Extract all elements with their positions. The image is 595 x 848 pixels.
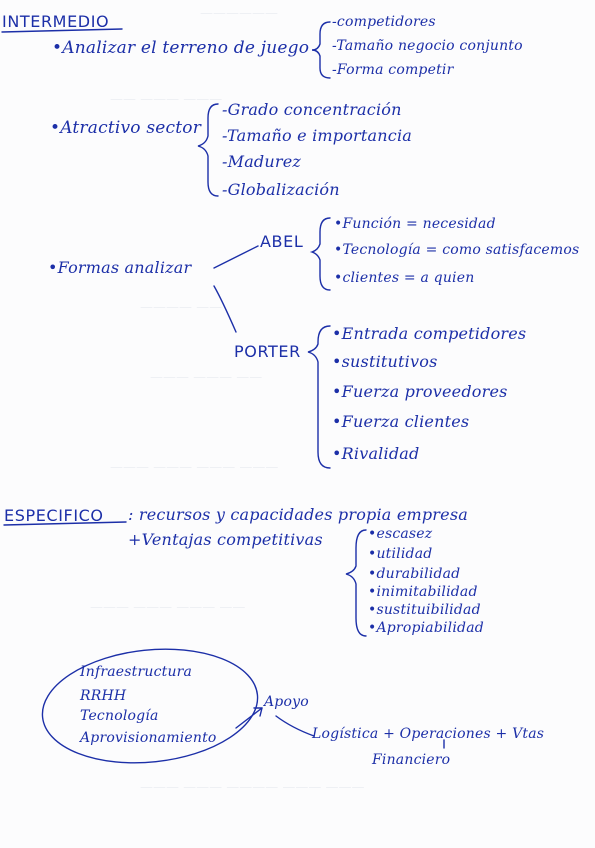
analizar-item-2: -Tamaño negocio conjunto <box>332 38 523 54</box>
atractivo-item-1: -Grado concentración <box>222 100 402 119</box>
oval-item-tecnologia: Tecnología <box>80 708 159 724</box>
especifico-item-3: •durabilidad <box>368 566 461 582</box>
abel-item-3: •clientes = a quien <box>334 270 475 286</box>
atractivo-item-4: -Globalización <box>222 180 340 199</box>
section-heading-intermedio: INTERMEDIO <box>2 12 110 31</box>
oval-item-aprovisionamiento: Aprovisionamiento <box>80 730 217 746</box>
especifico-item-6: •Apropiabilidad <box>368 620 484 636</box>
apoyo-label: Apoyo <box>264 694 309 710</box>
porter-item-5: •Rivalidad <box>332 444 420 463</box>
especifico-item-2: •utilidad <box>368 546 433 562</box>
porter-item-2: •sustitutivos <box>332 352 438 371</box>
atractivo-item-2: -Tamaño e importancia <box>222 126 412 145</box>
atractivo-sector-label: •Atractivo sector <box>50 118 202 138</box>
porter-item-1: •Entrada competidores <box>332 324 527 343</box>
oval-item-infraestructura: Infraestructura <box>80 664 193 680</box>
especifico-item-5: •sustituibilidad <box>368 602 481 618</box>
primary-activities-line2: Financiero <box>372 752 451 768</box>
primary-activities-line1: Logística + Operaciones + Vtas <box>312 726 545 742</box>
recursos-capacidades-text: : recursos y capacidades propia empresa <box>128 505 468 524</box>
especifico-item-1: •escasez <box>368 526 433 542</box>
porter-label: PORTER <box>234 342 301 361</box>
especifico-item-4: •inimitabilidad <box>368 584 478 600</box>
abel-item-1: •Función = necesidad <box>334 216 496 232</box>
porter-item-3: •Fuerza proveedores <box>332 382 508 401</box>
porter-item-4: •Fuerza clientes <box>332 412 470 431</box>
section-heading-especifico: ESPECIFICO <box>4 506 104 525</box>
analizar-terreno-label: •Analizar el terreno de juego <box>52 38 310 58</box>
atractivo-item-3: -Madurez <box>222 152 302 171</box>
formas-analizar-label: •Formas analizar <box>48 258 192 277</box>
oval-item-rrhh: RRHH <box>80 688 127 704</box>
ventajas-competitivas-text: +Ventajas competitivas <box>128 530 323 549</box>
analizar-item-3: -Forma competir <box>332 62 454 78</box>
analizar-item-1: -competidores <box>332 14 436 30</box>
abel-item-2: •Tecnología = como satisfacemos <box>334 242 580 258</box>
abel-label: ABEL <box>260 232 304 251</box>
